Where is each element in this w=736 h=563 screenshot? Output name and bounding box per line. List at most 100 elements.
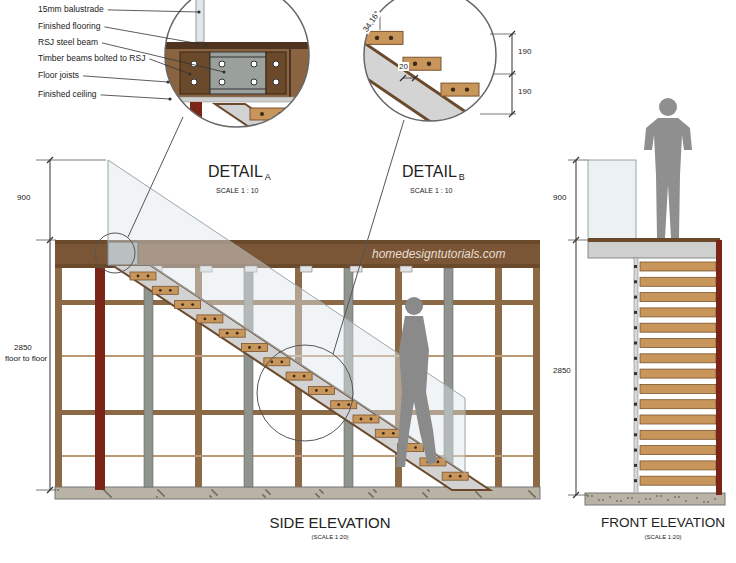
slab-aggregate xyxy=(423,493,425,495)
dimension-tick xyxy=(47,487,53,493)
slab-aggregate xyxy=(616,500,618,502)
view-title: SIDE ELEVATION xyxy=(269,514,390,531)
slab-aggregate xyxy=(696,497,698,499)
tread-bolt xyxy=(325,389,328,392)
bolt xyxy=(191,79,197,85)
extension-line xyxy=(568,240,588,241)
stair-tread xyxy=(479,109,517,122)
stair-stringer xyxy=(215,104,325,158)
rsj-flange xyxy=(210,57,266,58)
slab-aggregate xyxy=(105,491,107,493)
glass-balustrade xyxy=(108,160,465,473)
person-head xyxy=(405,297,423,315)
tread-bolt xyxy=(414,446,417,449)
tread-bolt xyxy=(465,87,469,91)
slab-aggregate xyxy=(262,494,264,496)
tread-bolt xyxy=(413,62,417,66)
tread-bolt xyxy=(392,432,395,435)
slab-aggregate xyxy=(318,496,320,498)
tread-bolt xyxy=(451,87,455,91)
glass-balustrade xyxy=(588,160,636,240)
slab-aggregate xyxy=(372,496,374,498)
tread-bolt xyxy=(260,112,264,116)
slab-aggregate xyxy=(480,496,482,498)
tread-bolt xyxy=(293,375,296,378)
dimension-text: 900 xyxy=(17,193,30,202)
slab-aggregate xyxy=(104,490,106,492)
stair-tread xyxy=(640,262,716,271)
leader-line xyxy=(101,95,170,99)
leader-dot xyxy=(222,70,225,73)
slab-aggregate xyxy=(478,494,480,496)
slab-aggregate xyxy=(424,494,426,496)
slab-aggregate xyxy=(109,495,111,497)
slab-aggregate xyxy=(369,493,371,495)
slab-aggregate xyxy=(210,496,212,498)
person-silhouette xyxy=(644,118,692,238)
slab-aggregate xyxy=(212,490,214,492)
stair-tread xyxy=(441,83,479,96)
tread-bolt xyxy=(382,432,385,435)
slab-aggregate xyxy=(159,491,161,493)
slab-aggregate xyxy=(320,490,322,492)
tread-bolt xyxy=(159,289,162,292)
floor-edge xyxy=(588,240,720,258)
leader-dot xyxy=(168,97,171,100)
slab-aggregate xyxy=(667,499,669,501)
slab-aggregate xyxy=(269,493,271,495)
stair-tread xyxy=(640,384,716,393)
stair-tread xyxy=(197,315,223,323)
tread-bolt xyxy=(191,303,194,306)
timber-stud xyxy=(145,268,152,487)
detail-marker-b xyxy=(257,345,353,441)
dimension-text: 900 xyxy=(553,193,566,202)
slab-aggregate xyxy=(530,492,532,494)
rsj-beam xyxy=(210,52,266,94)
slab-aggregate xyxy=(638,501,640,503)
slab-aggregate xyxy=(425,495,427,497)
tread-bolt xyxy=(280,360,283,363)
slab-aggregate xyxy=(533,495,535,497)
leader-line xyxy=(108,10,199,12)
tread-bolt xyxy=(315,389,318,392)
stair-tread xyxy=(640,354,716,363)
extension-line xyxy=(36,240,56,241)
slab-aggregate xyxy=(162,494,164,496)
floor-structure xyxy=(150,49,330,97)
scale-note: SCALE 1 : 10 xyxy=(216,187,258,195)
slab-aggregate xyxy=(534,496,536,498)
timber-rail xyxy=(55,410,540,415)
tread-bolt xyxy=(147,275,150,278)
tread-bolt xyxy=(459,475,462,478)
slab-aggregate xyxy=(529,491,531,493)
slab-aggregate xyxy=(316,494,318,496)
stair-tread xyxy=(353,415,379,423)
tread-bolt xyxy=(204,318,207,321)
slab-aggregate xyxy=(163,495,165,497)
tread-bolt xyxy=(226,332,229,335)
slab-aggregate xyxy=(215,493,217,495)
dimension-tick xyxy=(573,492,579,498)
dimension-text: 2850 xyxy=(14,343,32,352)
dimension-text: floor to floor xyxy=(4,354,48,363)
stair-tread xyxy=(308,386,334,394)
slab-aggregate xyxy=(476,492,478,494)
ground-slab xyxy=(585,493,725,505)
slab-aggregate xyxy=(265,489,267,491)
tread-bolt xyxy=(248,346,251,349)
steel-column xyxy=(716,240,722,495)
detail-outline xyxy=(165,0,309,127)
slab-aggregate xyxy=(156,496,158,498)
detail-a xyxy=(150,0,330,158)
slab-aggregate xyxy=(315,493,317,495)
dimension-tick xyxy=(509,31,515,37)
bolt xyxy=(219,61,225,67)
front-elevation xyxy=(568,98,725,505)
joist-hanger xyxy=(300,266,312,272)
detail-link xyxy=(128,117,183,237)
stair-tread xyxy=(175,301,201,309)
extension-line xyxy=(480,114,516,115)
stair-tread xyxy=(640,415,716,424)
tread-bolt xyxy=(303,375,306,378)
leader-label: Floor joists xyxy=(38,71,79,81)
